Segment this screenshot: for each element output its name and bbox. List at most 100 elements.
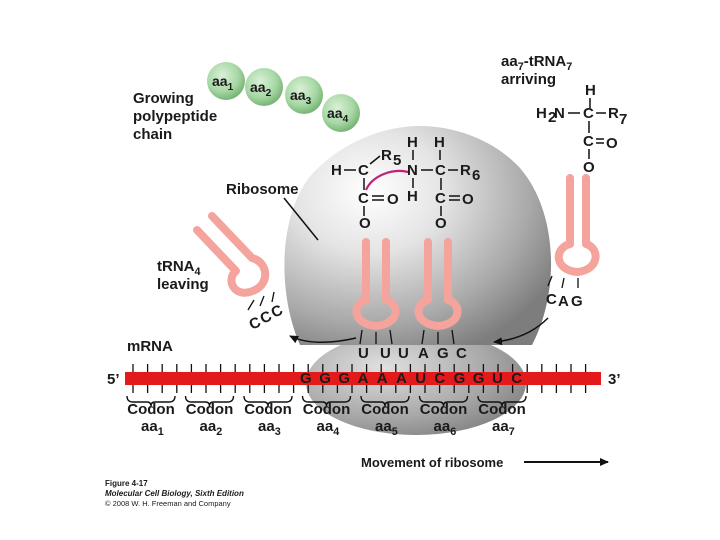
codon-aa-label: aa3 (258, 418, 281, 438)
anticodon-base: U (358, 345, 369, 362)
svg-text:O: O (462, 191, 474, 208)
svg-text:C: C (583, 105, 594, 122)
mrna-base: G (473, 370, 485, 387)
svg-text:H: H (434, 134, 445, 151)
codon-aa-label: aa6 (434, 418, 457, 438)
svg-text:C: C (583, 133, 594, 150)
mrna-bar (125, 372, 601, 385)
pairing-ticks (247, 275, 579, 345)
residue-6-sub: 6 (472, 167, 480, 184)
label-3-prime: 3’ (608, 371, 621, 388)
codon-aa-label: aa7 (492, 418, 515, 438)
codon-label: Codon (361, 401, 408, 418)
mrna-base: G (454, 370, 466, 387)
anticodon-leaving: C C C (247, 302, 286, 334)
label-growing-chain: Growing polypeptide chain (133, 90, 217, 143)
mrna-base: U (415, 370, 426, 387)
mrna-base: U (492, 370, 503, 387)
anticodon-base: U (398, 345, 409, 362)
label-trna-leaving-1: tRNA4 (157, 258, 201, 278)
caption-book: Molecular Cell Biology, Sixth Edition (105, 489, 244, 498)
codon-label: Codon (244, 401, 291, 418)
svg-text:O: O (606, 135, 618, 152)
svg-text:O: O (387, 191, 399, 208)
aminoacyl-chemistry: H H N C R 6 H C O O (407, 134, 480, 232)
residue-7-sub: 7 (619, 111, 627, 128)
polypeptide-chain: aa1 aa2 aa3 aa4 (207, 62, 360, 132)
codon-aa-label: aa5 (375, 418, 398, 438)
label-trna-leaving-2: leaving (157, 276, 209, 293)
trna-leaving (193, 212, 270, 297)
codon-brace (418, 395, 469, 407)
label-arriving-1: aa7-tRNA7 (501, 53, 572, 73)
residue-5-sub: 5 (393, 152, 401, 169)
anticodon-base: U (380, 345, 391, 362)
ribosome-large-subunit (284, 126, 552, 345)
peptidyl-chemistry: H C R 5 C O O (331, 147, 409, 232)
codon-aa-label: aa2 (200, 418, 223, 438)
svg-text:H: H (585, 82, 596, 99)
codon-label: Codon (303, 401, 350, 418)
codon-brace (184, 395, 235, 407)
chain-bead-aa1-label: aa1 (212, 73, 234, 93)
mrna-ticks (132, 364, 587, 393)
svg-text:R: R (608, 105, 619, 122)
svg-text:N: N (554, 105, 565, 122)
mrna-base: A (377, 370, 388, 387)
label-ribosome: Ribosome (226, 181, 299, 198)
svg-text:O: O (435, 215, 447, 232)
svg-text:H: H (407, 134, 418, 151)
chain-bead-aa2 (245, 68, 283, 106)
trna-p-site (352, 238, 400, 330)
svg-text:R: R (381, 147, 392, 164)
label-movement: Movement of ribosome (361, 455, 503, 470)
chain-bead-aa2-label: aa2 (250, 79, 272, 99)
codon-label: Codon (478, 401, 525, 418)
mrna-base: G (300, 370, 312, 387)
mrna-base: G (338, 370, 350, 387)
label-growing-line2: polypeptide (133, 108, 217, 125)
chain-bead-aa1 (207, 62, 245, 100)
label-mrna: m­RNA (127, 338, 173, 355)
anticodon-base: C (456, 345, 467, 362)
caption-copyright: © 2008 W. H. Freeman and Company (105, 499, 231, 508)
mrna-base: A (358, 370, 369, 387)
anticodon-arriving-base: C (546, 291, 557, 308)
codon-label: Codon (186, 401, 233, 418)
arriving-chemistry: H H 2 N C R 7 C O O (536, 82, 627, 176)
arrow-trna-arriving (493, 317, 549, 346)
svg-text:N: N (407, 162, 418, 179)
mrna-base: C (511, 370, 522, 387)
anticodon-base: A (418, 345, 429, 362)
trna-arriving (554, 174, 600, 276)
svg-text:R: R (460, 162, 471, 179)
peptide-bond-arc (364, 169, 409, 191)
codon-brace (477, 395, 527, 407)
codon-brace (243, 395, 293, 407)
mrna-strand (125, 364, 601, 393)
svg-text:C: C (358, 162, 369, 179)
label-5-prime: 5’ (107, 371, 120, 388)
codon-brace (360, 395, 410, 407)
svg-text:H: H (331, 162, 342, 179)
svg-text:2: 2 (548, 109, 556, 126)
anticodon-base: G (437, 345, 449, 362)
chain-bead-aa4-label: aa4 (327, 105, 349, 125)
trna-a-site (414, 238, 462, 330)
caption-figure: Figure 4-17 (105, 479, 148, 488)
anticodon-arriving-base: A (558, 293, 569, 310)
anticodon-top-row: U U U A G C (358, 345, 467, 362)
svg-text:C: C (358, 190, 369, 207)
svg-text:C: C (435, 190, 446, 207)
svg-text:H: H (407, 188, 418, 205)
codon-label: Codon (127, 401, 174, 418)
mrna-base: C (434, 370, 445, 387)
svg-text:O: O (583, 159, 595, 176)
codon-aa-label: aa4 (317, 418, 340, 438)
anticodon-arriving: C A G (546, 291, 583, 310)
codon-brace (301, 395, 352, 407)
label-arriving-2: arriving (501, 71, 556, 88)
codon-aa-label: aa1 (141, 418, 164, 438)
